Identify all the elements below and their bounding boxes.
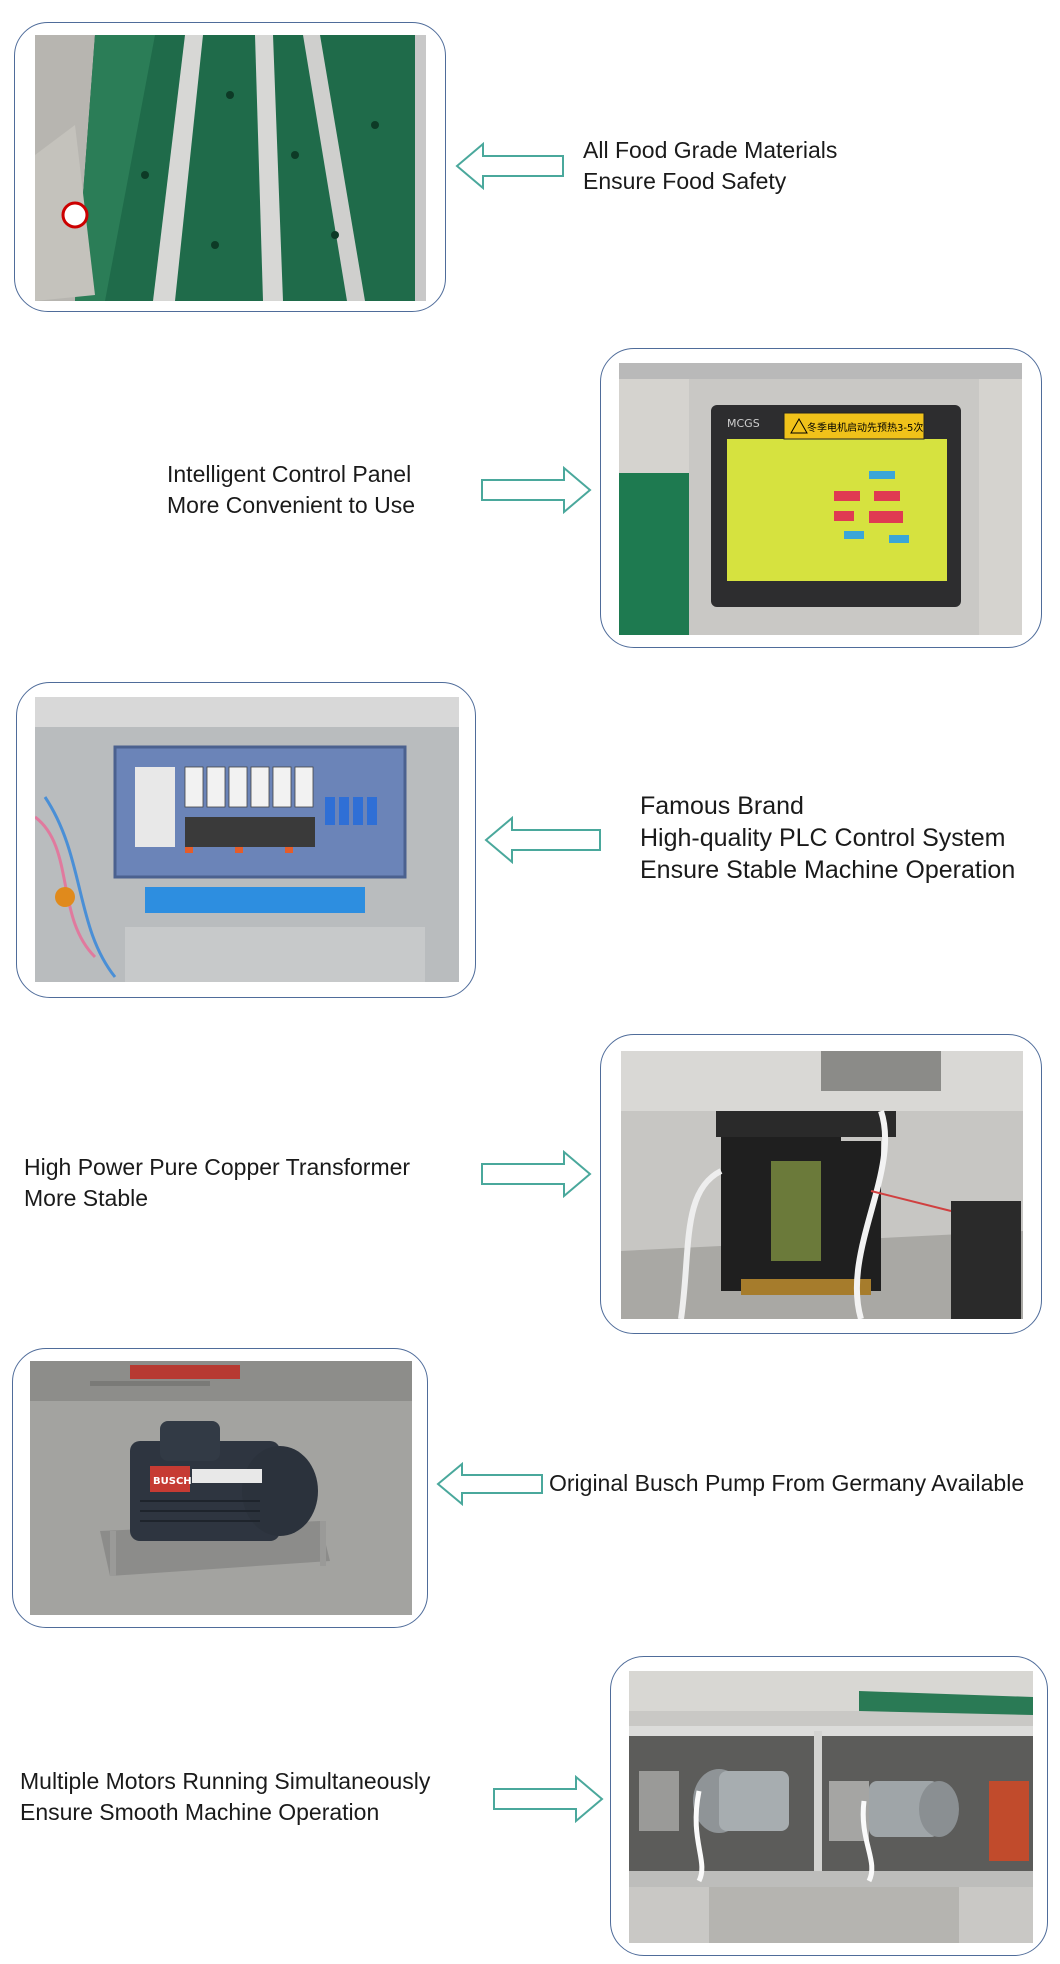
caption-line: Original Busch Pump From Germany Availab…: [549, 1470, 1025, 1496]
caption-line: Famous Brand: [640, 792, 804, 820]
feature-3-caption: Famous Brand High-quality PLC Control Sy…: [640, 790, 1015, 886]
vacuum-pump-photo: BUSCH: [30, 1361, 412, 1615]
green-conveyor-photo: [35, 35, 426, 301]
feature-4-image-frame: [600, 1034, 1042, 1334]
caption-line: All Food Grade Materials: [583, 137, 838, 163]
feature-2-caption: Intelligent Control Panel More Convenien…: [167, 459, 415, 521]
panel-warning-text: 冬季电机启动先预热3-5次: [807, 421, 923, 434]
feature-6-image-frame: [610, 1656, 1048, 1956]
feature-2-image-frame: MCGS 冬季电机启动先预热3-5次: [600, 348, 1042, 648]
caption-line: Ensure Stable Machine Operation: [640, 856, 1016, 884]
feature-3-image-frame: [16, 682, 476, 998]
arrow-right-icon: [480, 466, 592, 514]
caption-line: More Convenient to Use: [167, 492, 416, 518]
arrow-left-icon: [455, 142, 565, 190]
control-panel-photo: MCGS 冬季电机启动先预热3-5次: [619, 363, 1022, 635]
feature-6-caption: Multiple Motors Running Simultaneously E…: [20, 1766, 430, 1828]
pump-brand-text: BUSCH: [153, 1476, 192, 1487]
transformer-photo: [621, 1051, 1023, 1319]
feature-1-caption: All Food Grade Materials Ensure Food Saf…: [583, 135, 837, 197]
electrical-cabinet-photo: [35, 697, 459, 982]
arrow-left-icon: [436, 1462, 544, 1506]
feature-1-image-frame: [14, 22, 446, 312]
arrow-right-icon: [492, 1775, 604, 1823]
motors-photo: [629, 1671, 1033, 1943]
panel-brand-text: MCGS: [727, 417, 760, 430]
caption-line: Intelligent Control Panel: [167, 461, 412, 487]
caption-line: Ensure Food Safety: [583, 168, 787, 194]
arrow-left-icon: [484, 816, 602, 864]
feature-5-image-frame: BUSCH: [12, 1348, 428, 1628]
arrow-right-icon: [480, 1150, 592, 1198]
feature-4-caption: High Power Pure Copper Transformer More …: [24, 1152, 410, 1214]
caption-line: Multiple Motors Running Simultaneously: [20, 1768, 431, 1794]
caption-line: High-quality PLC Control System: [640, 824, 1006, 852]
feature-5-caption: Original Busch Pump From Germany Availab…: [549, 1468, 1024, 1499]
caption-line: More Stable: [24, 1185, 149, 1211]
caption-line: Ensure Smooth Machine Operation: [20, 1799, 380, 1825]
caption-line: High Power Pure Copper Transformer: [24, 1154, 411, 1180]
